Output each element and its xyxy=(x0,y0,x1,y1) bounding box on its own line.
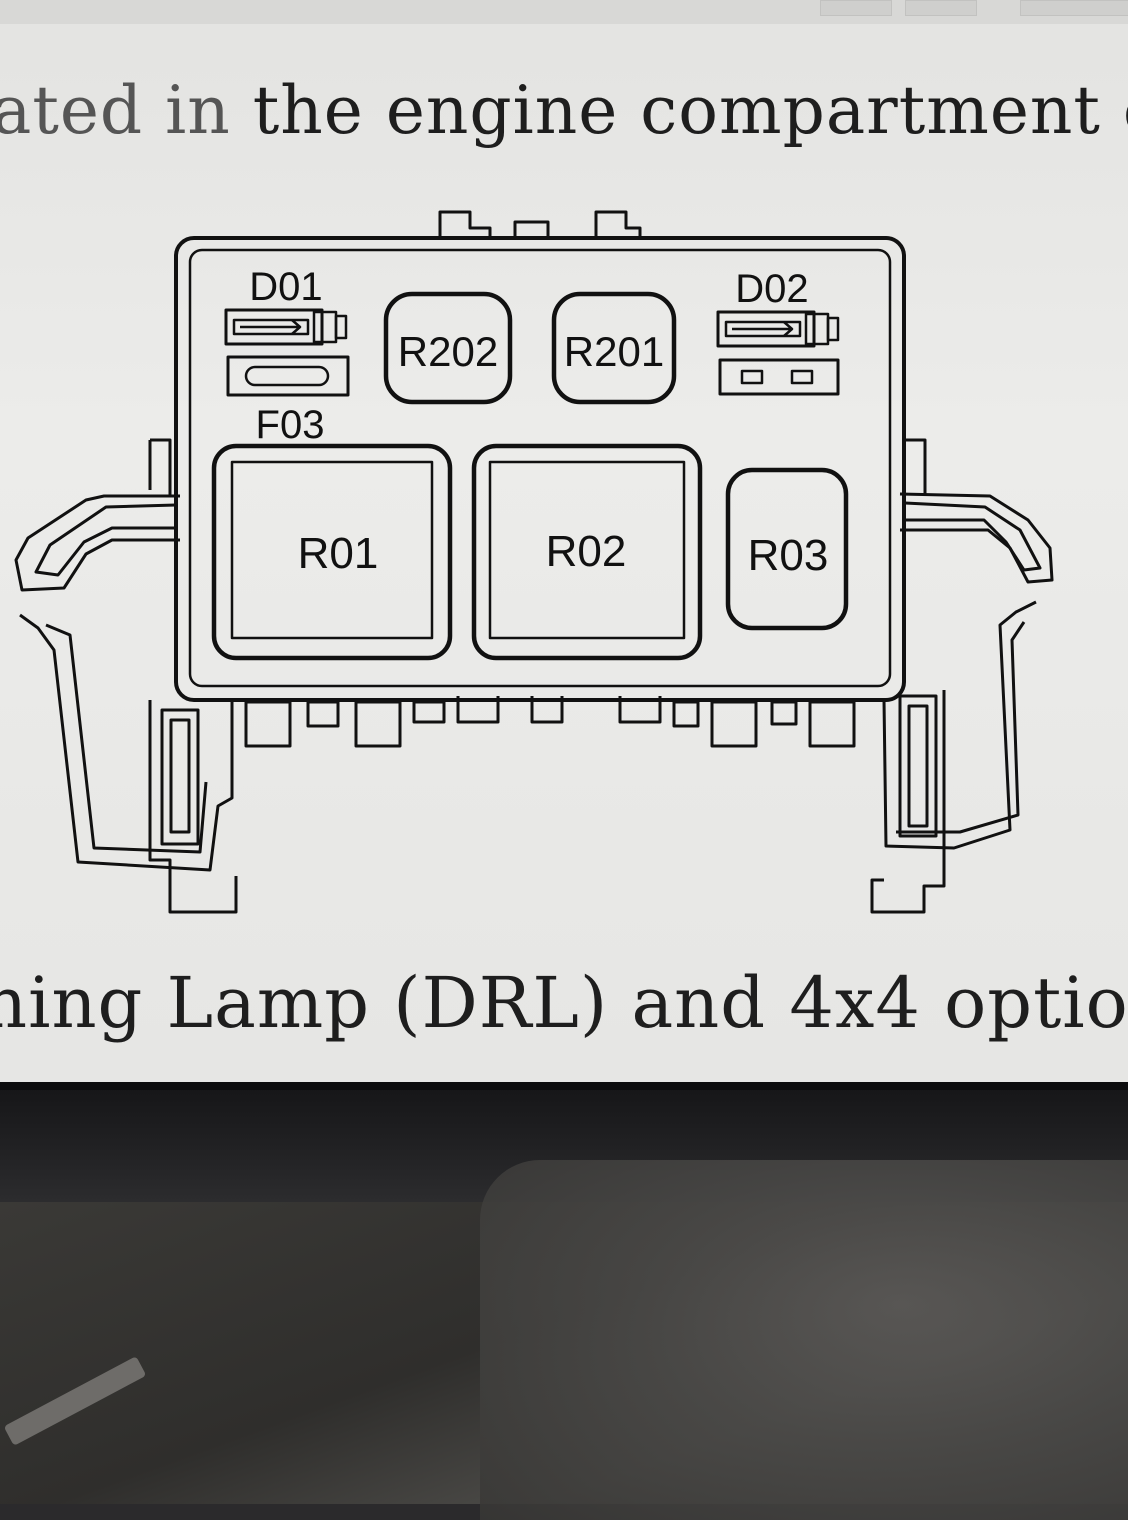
relay-r01 xyxy=(211,443,453,661)
relay-r201 xyxy=(551,291,677,405)
label-r02: R02 xyxy=(546,527,627,576)
label-f03: F03 xyxy=(256,403,325,447)
label-r01: R01 xyxy=(298,529,379,578)
screen-edge xyxy=(0,1082,1128,1090)
top-tabs xyxy=(438,210,642,238)
text-fragment: the engine compartment on th xyxy=(252,72,1128,149)
relay-r03 xyxy=(725,467,849,631)
screen-top-strip xyxy=(0,0,1128,24)
text-fragment-faded: ated in xyxy=(0,72,231,149)
thumbnail-tile xyxy=(1020,0,1128,16)
fuse-box-inner-frame xyxy=(188,248,892,688)
monitor-screen: ated in the engine compartment on th xyxy=(0,0,1128,1082)
document-text-bottom: ning Lamp (DRL) and 4x4 options xyxy=(0,962,1128,1044)
label-r03: R03 xyxy=(748,531,829,580)
relay-r202 xyxy=(383,291,513,405)
bottom-connector-pins xyxy=(244,696,856,748)
label-d02: D02 xyxy=(735,267,808,311)
left-mounting-bracket xyxy=(14,438,238,914)
label-d01: D01 xyxy=(249,265,322,309)
relay-r02 xyxy=(471,443,703,661)
label-r202: R202 xyxy=(398,328,498,375)
thumbnail-tile xyxy=(905,0,977,16)
diode-d02 xyxy=(716,310,840,396)
label-r201: R201 xyxy=(564,328,664,375)
diode-d01 xyxy=(224,308,350,397)
fabric-background xyxy=(480,1160,1128,1520)
fuse-box-diagram: D01 D02 F03 R202 R201 R01 R02 R03 xyxy=(14,210,1054,914)
right-mounting-bracket xyxy=(870,438,1054,914)
fuse-box-housing xyxy=(174,236,906,702)
document-text-top: ated in the engine compartment on th xyxy=(0,72,1128,149)
thumbnail-tile xyxy=(820,0,892,16)
